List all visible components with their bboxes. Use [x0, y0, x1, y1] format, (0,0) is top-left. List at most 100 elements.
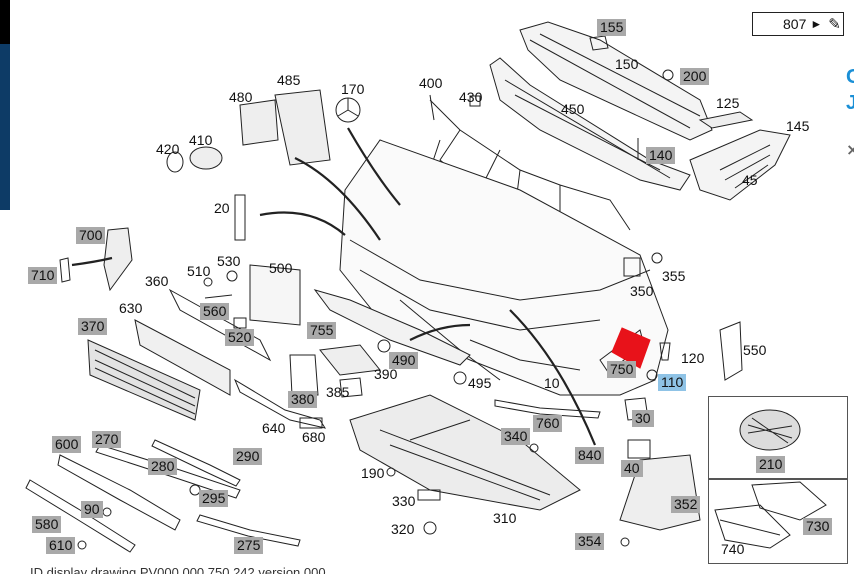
callout-label-340[interactable]: 340 [501, 428, 531, 445]
callout-label-20[interactable]: 20 [214, 200, 230, 216]
callout-label-630[interactable]: 630 [119, 300, 143, 316]
callout-label-155[interactable]: 155 [597, 19, 627, 36]
bolt-120 [659, 342, 671, 361]
callout-label-760[interactable]: 760 [533, 415, 563, 432]
arrow-170 [347, 127, 401, 206]
arrow-490 [409, 323, 471, 341]
trim-600 [57, 454, 181, 531]
fog-bezel-740 [714, 504, 791, 549]
callout-label-750[interactable]: 750 [607, 361, 637, 378]
callout-label-354[interactable]: 354 [575, 533, 605, 550]
frame-630 [134, 319, 231, 396]
callout-label-275[interactable]: 275 [234, 537, 264, 554]
callout-label-510[interactable]: 510 [187, 263, 211, 279]
drawing-footer: ID display drawing PV000.000.750.242 ver… [30, 565, 326, 574]
callout-label-280[interactable]: 280 [148, 458, 178, 475]
callout-label-140[interactable]: 140 [646, 147, 676, 164]
callout-label-45[interactable]: 45 [742, 172, 758, 188]
callout-label-40[interactable]: 40 [621, 460, 643, 477]
reference-box[interactable]: 807 ► ✎ [752, 12, 844, 36]
clip-330 [417, 489, 441, 501]
callout-label-360[interactable]: 360 [145, 273, 169, 289]
bracket-380 [289, 354, 319, 396]
callout-label-30[interactable]: 30 [632, 410, 654, 427]
callout-label-740[interactable]: 740 [721, 541, 745, 557]
callout-label-145[interactable]: 145 [786, 118, 810, 134]
screw-610 [77, 540, 87, 550]
callout-label-700[interactable]: 700 [76, 227, 106, 244]
radar-holder-485 [274, 89, 331, 166]
callout-label-420[interactable]: 420 [156, 141, 180, 157]
callout-label-110[interactable]: 110 [658, 374, 687, 391]
callout-label-330[interactable]: 330 [392, 493, 416, 509]
callout-label-350[interactable]: 350 [630, 283, 654, 299]
callout-label-490[interactable]: 490 [389, 352, 419, 369]
callout-label-355[interactable]: 355 [662, 268, 686, 284]
screw-560 [204, 294, 233, 299]
right-window-edge: G J ⨯ [846, 66, 854, 159]
callout-label-680[interactable]: 680 [302, 429, 326, 445]
strip-755 [313, 289, 471, 366]
callout-label-580[interactable]: 580 [32, 516, 62, 533]
trim-270 [95, 444, 241, 499]
callout-label-125[interactable]: 125 [716, 95, 740, 111]
clip-520 [233, 317, 247, 329]
trim-760 [494, 399, 601, 419]
callout-label-410[interactable]: 410 [189, 132, 213, 148]
callout-label-600[interactable]: 600 [52, 436, 82, 453]
callout-label-755[interactable]: 755 [307, 322, 337, 339]
arrow-20 [259, 211, 346, 236]
callout-label-90[interactable]: 90 [81, 501, 103, 518]
callout-label-560[interactable]: 560 [200, 303, 230, 320]
callout-label-170[interactable]: 170 [341, 81, 365, 97]
callout-label-210[interactable]: 210 [756, 456, 786, 473]
callout-label-370[interactable]: 370 [78, 318, 108, 335]
callout-label-380[interactable]: 380 [288, 391, 318, 408]
bracket-20 [234, 194, 246, 241]
fog-grille-390 [319, 344, 381, 376]
callout-label-352[interactable]: 352 [671, 496, 701, 513]
camera-bracket-480 [239, 99, 279, 146]
callout-label-710[interactable]: 710 [28, 267, 58, 284]
callout-label-485[interactable]: 485 [277, 72, 301, 88]
callout-label-495[interactable]: 495 [468, 375, 492, 391]
screw-354 [620, 537, 630, 547]
callout-label-295[interactable]: 295 [199, 490, 229, 507]
callout-label-550[interactable]: 550 [743, 342, 767, 358]
callout-label-430[interactable]: 430 [459, 89, 483, 105]
callout-label-320[interactable]: 320 [391, 521, 415, 537]
callout-label-190[interactable]: 190 [361, 465, 385, 481]
callout-label-530[interactable]: 530 [217, 253, 241, 269]
trim-580 [25, 479, 136, 553]
callout-label-385[interactable]: 385 [326, 384, 350, 400]
left-vent-360 [168, 288, 272, 362]
bracket-125 [698, 111, 754, 129]
edit-icon[interactable]: ✎ [828, 16, 841, 33]
callout-label-840[interactable]: 840 [575, 447, 605, 464]
fog-bezel-730 [751, 481, 827, 521]
screw-190 [386, 467, 396, 477]
callout-label-200[interactable]: 200 [680, 68, 710, 85]
bracket-385 [339, 377, 363, 398]
screw-510 [203, 277, 213, 287]
callout-label-480[interactable]: 480 [229, 89, 253, 105]
callout-label-610[interactable]: 610 [46, 537, 76, 554]
callout-label-730[interactable]: 730 [803, 518, 833, 535]
callout-label-640[interactable]: 640 [262, 420, 286, 436]
clip-710 [59, 257, 71, 283]
left-window-edge [0, 0, 10, 210]
callout-label-400[interactable]: 400 [419, 75, 443, 91]
grille-bracket-45 [689, 129, 791, 201]
callout-label-120[interactable]: 120 [681, 350, 705, 366]
underbody-panel-310 [349, 394, 581, 511]
callout-label-390[interactable]: 390 [374, 366, 398, 382]
callout-label-10[interactable]: 10 [544, 375, 560, 391]
callout-label-150[interactable]: 150 [615, 56, 639, 72]
callout-label-290[interactable]: 290 [233, 448, 263, 465]
callout-label-520[interactable]: 520 [225, 329, 255, 346]
callout-label-500[interactable]: 500 [269, 260, 293, 276]
callout-label-310[interactable]: 310 [493, 510, 517, 526]
callout-label-450[interactable]: 450 [561, 101, 585, 117]
callout-label-270[interactable]: 270 [92, 431, 122, 448]
